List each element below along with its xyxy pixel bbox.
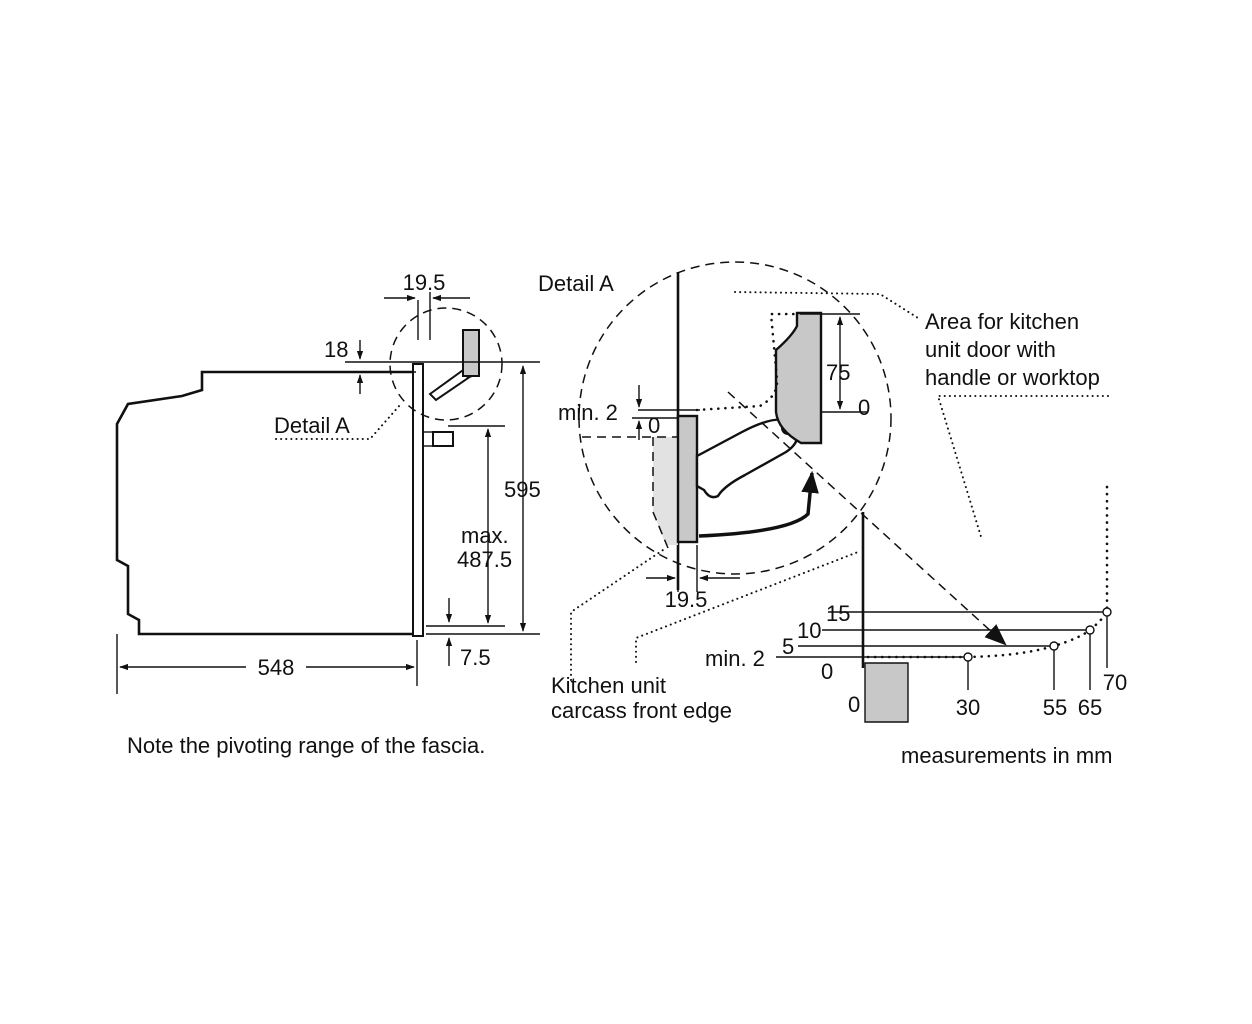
front-panel	[676, 414, 699, 544]
x-label-65: 65	[1078, 695, 1102, 720]
y-label-15: 15	[826, 601, 850, 626]
dim-0-right: 0	[858, 395, 870, 420]
x-label-0: 0	[848, 692, 860, 717]
dim-bottom-width: 19.5	[665, 587, 708, 612]
detail-a-large-circle	[578, 261, 892, 575]
detail-a-dimensions	[570, 291, 1109, 681]
oven-handle	[432, 431, 454, 447]
side-view-labels: 19.5 18 Detail A 595 max. 487.5 7.5 548	[258, 270, 541, 680]
detail-a-title: Detail A	[538, 271, 614, 296]
dim-min-2: min. 2	[558, 400, 618, 425]
side-view-dimensions	[116, 292, 540, 694]
pivot-dashed-arrow	[727, 391, 1007, 646]
oven-body-outline	[115, 370, 418, 636]
y-label-min-2: min. 2	[705, 646, 765, 671]
dim-0-left: 0	[648, 413, 660, 438]
detail-a-labels: Detail A Area for kitchen unit door with…	[538, 271, 1100, 723]
units-note: measurements in mm	[901, 743, 1113, 768]
fascia-bracket	[462, 329, 480, 377]
pivot-range-graph: 15 10 5 min. 2 0 0 30 55 65 70	[705, 484, 1127, 723]
pivot-note: Note the pivoting range of the fascia.	[127, 733, 485, 758]
detail-a-label: Detail A	[274, 413, 350, 438]
dim-top-height: 18	[324, 337, 348, 362]
fascia-block	[774, 311, 823, 445]
oven-fascia-frame	[412, 363, 424, 637]
detail-a-view	[578, 261, 1007, 646]
dim-75: 75	[826, 360, 850, 385]
y-label-5: 5	[782, 634, 794, 659]
dim-bottom: 7.5	[460, 645, 491, 670]
y-label-0: 0	[821, 659, 833, 684]
x-label-55: 55	[1043, 695, 1067, 720]
detail-a-circle	[389, 307, 503, 421]
area-note-line-2: unit door with	[925, 337, 1056, 362]
x-label-70: 70	[1103, 670, 1127, 695]
pivot-direction-arrow	[698, 470, 819, 538]
area-note-line-1: Area for kitchen	[925, 309, 1079, 334]
carcass-note-line-1: Kitchen unit	[551, 673, 666, 698]
dim-top-width: 19.5	[403, 270, 446, 295]
door-area-boundary	[695, 312, 802, 412]
dim-depth: 548	[258, 655, 295, 680]
x-label-30: 30	[956, 695, 980, 720]
pivot-curve	[866, 484, 1109, 659]
dim-opening-value: 487.5	[457, 547, 512, 572]
carcass-note-line-2: carcass front edge	[551, 698, 732, 723]
area-note-line-3: handle or worktop	[925, 365, 1100, 390]
oven-side-view	[115, 307, 503, 637]
dim-height: 595	[504, 477, 541, 502]
y-label-10: 10	[797, 618, 821, 643]
worktop-block	[864, 662, 909, 723]
dim-opening-max: max.	[461, 523, 509, 548]
